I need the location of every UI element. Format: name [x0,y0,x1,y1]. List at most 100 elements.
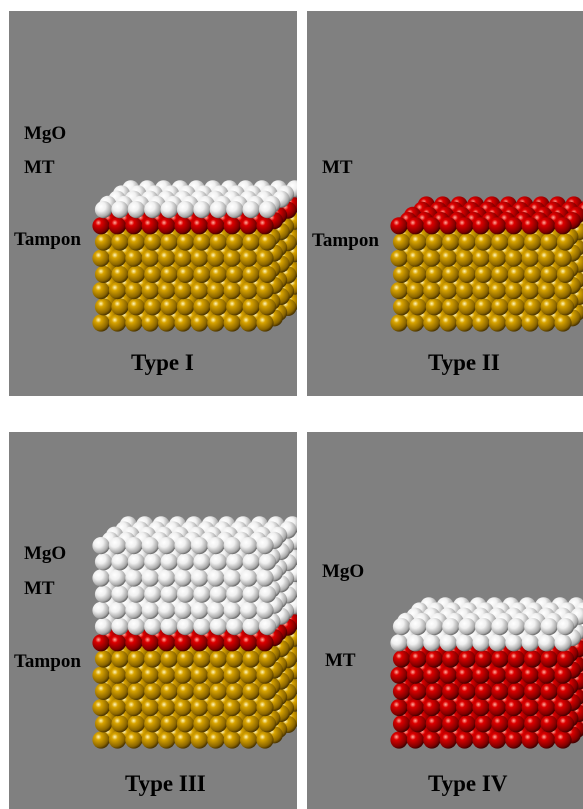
mgo-atom [92,569,110,587]
mt-atom [488,217,506,235]
tampon-atom [193,682,211,700]
mt-atom [392,715,411,733]
mt-atom [556,650,575,668]
atom-cluster [92,180,297,332]
tampon-atom [488,314,506,332]
mgo-atom [176,201,195,219]
tampon-atom [111,298,129,316]
label-mgo: MgO [322,561,365,582]
mt-atom [538,699,556,717]
tampon-atom [176,682,195,700]
mgo-atom [409,618,427,636]
tampon-atom [258,265,277,283]
tampon-atom [125,699,143,717]
tampon-atom [540,233,558,251]
mt-atom [406,217,424,235]
label-mgo: MgO [24,123,67,144]
mgo-atom [190,537,208,555]
mt-atom [507,715,525,733]
tampon-atom [144,650,162,668]
mt-atom [538,731,556,749]
tampon-atom [507,265,525,283]
tampon-atom [223,282,241,300]
tampon-atom [94,715,113,733]
tampon-atom [141,699,159,717]
tampon-atom [108,314,126,332]
tampon-atom [125,666,143,684]
mgo-atom [127,585,145,603]
mgo-atom [125,569,143,587]
mgo-atom [423,634,441,652]
mgo-atom [240,537,258,555]
mgo-atom [390,634,408,652]
tampon-atom [472,282,490,300]
label-mt: MT [24,157,55,178]
tampon-atom [390,314,408,332]
mgo-atom [258,585,277,603]
mgo-atom [127,201,145,219]
tampon-atom [240,666,258,684]
tampon-atom [223,699,241,717]
tampon-atom [256,314,274,332]
tampon-atom [190,314,208,332]
mgo-atom [242,553,260,571]
tampon-atom [108,699,126,717]
label-tampon: Tampon [14,229,81,250]
tampon-atom [207,666,225,684]
tampon-atom [209,715,227,733]
tampon-atom [474,265,493,283]
tampon-atom [423,249,441,267]
mt-atom [505,731,523,749]
mt-atom [174,634,192,652]
tampon-atom [226,298,244,316]
mt-atom [521,699,539,717]
mgo-atom [127,553,145,571]
tampon-atom [127,650,145,668]
mt-atom [458,650,476,668]
tampon-atom [258,298,277,316]
mgo-atom [507,618,525,636]
tampon-atom [223,249,241,267]
tampon-atom [472,249,490,267]
mgo-atom [144,553,162,571]
mgo-atom [111,553,129,571]
tampon-atom [193,233,211,251]
mgo-atom [111,618,129,636]
mt-atom [92,634,110,652]
mt-atom [538,666,556,684]
atom-cluster [92,516,297,749]
mt-atom [158,217,176,235]
mt-atom [442,715,460,733]
tampon-atom [256,731,274,749]
tampon-atom [242,682,260,700]
mt-atom [439,217,457,235]
mgo-atom [174,569,192,587]
label-tampon: Tampon [312,230,379,251]
tampon-atom [127,682,145,700]
tampon-atom [94,682,113,700]
mgo-atom [141,537,159,555]
tampon-atom [439,314,457,332]
tampon-atom [108,666,126,684]
mgo-atom [474,618,493,636]
mgo-atom [442,618,460,636]
label-mt: MT [325,650,356,671]
mgo-atom [193,585,211,603]
tampon-atom [158,249,176,267]
tampon-atom [240,249,258,267]
mgo-atom [425,618,443,636]
tampon-atom [226,682,244,700]
tampon-atom [226,650,244,668]
tampon-atom [409,265,427,283]
mt-atom [472,699,490,717]
mgo-atom [94,201,113,219]
tampon-atom [209,233,227,251]
mt-atom [108,634,126,652]
mt-atom [425,650,443,668]
mgo-atom [158,569,176,587]
tampon-atom [125,282,143,300]
tampon-atom [209,682,227,700]
mgo-atom [209,201,227,219]
mt-atom [472,731,490,749]
mt-atom [240,217,258,235]
